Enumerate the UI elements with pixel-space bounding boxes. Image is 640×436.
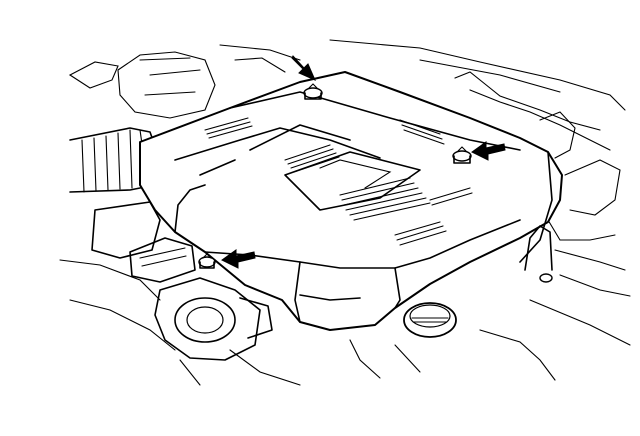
arrow-icon bbox=[221, 249, 256, 269]
oil-filler-cap bbox=[403, 302, 457, 338]
mounting-nut-right bbox=[452, 146, 472, 164]
cover-vents bbox=[204, 117, 473, 246]
arrow-icon bbox=[471, 141, 506, 161]
arrow-icon bbox=[291, 55, 316, 81]
mounting-nut-front bbox=[198, 253, 216, 269]
throttle-body bbox=[129, 237, 301, 386]
engine-cover bbox=[139, 71, 563, 331]
right-hose bbox=[524, 225, 553, 283]
mounting-nut-top bbox=[303, 83, 323, 100]
engine-bay-background bbox=[68, 39, 631, 381]
